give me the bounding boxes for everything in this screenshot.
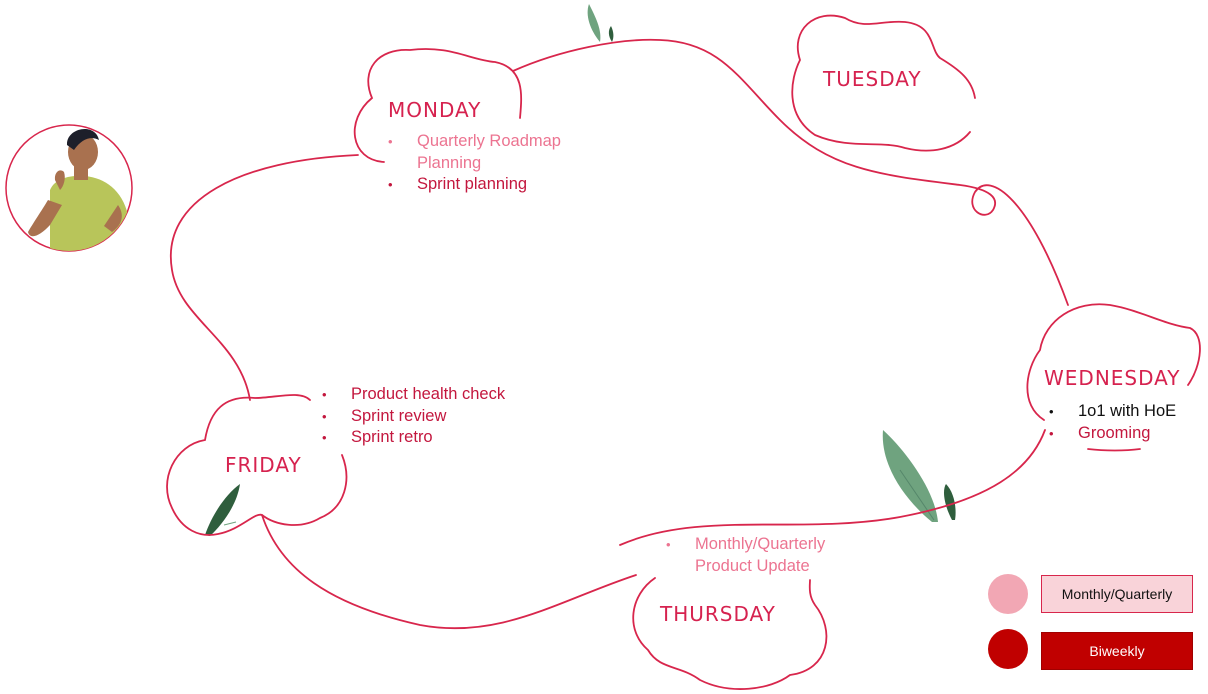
- list-item: Monthly/Quarterly Product Update: [666, 534, 856, 577]
- legend-monthly-swatch: [988, 574, 1028, 614]
- monday-label: MONDAY: [388, 98, 482, 122]
- thursday-cloud: [632, 577, 828, 690]
- leaf-friday-icon: [205, 484, 240, 536]
- list-item: Sprint retro: [322, 427, 552, 449]
- wednesday-cloud-tail: [1087, 448, 1141, 452]
- wednesday-label: WEDNESDAY: [1044, 366, 1181, 390]
- wednesday-task-list: 1o1 with HoE Grooming: [1049, 401, 1199, 444]
- list-item: Grooming: [1049, 423, 1199, 445]
- list-item: Sprint review: [322, 406, 552, 428]
- monday-task-list: Quarterly Roadmap Planning Sprint planni…: [388, 131, 588, 196]
- avatar: [5, 124, 133, 252]
- leaf-top-icon: [587, 4, 614, 42]
- friday-label: FRIDAY: [225, 453, 302, 477]
- legend-biweekly-swatch: [988, 629, 1028, 669]
- list-item: Product health check: [322, 384, 552, 406]
- tuesday-cloud: [791, 14, 976, 152]
- friday-cloud: [166, 394, 348, 536]
- list-item: Sprint planning: [388, 174, 588, 196]
- tuesday-label: TUESDAY: [823, 67, 922, 91]
- workflow-loop-line: [169, 38, 1069, 630]
- wednesday-cloud: [1026, 303, 1201, 421]
- legend-biweekly-label: Biweekly: [1041, 632, 1193, 670]
- thursday-label: THURSDAY: [660, 602, 776, 626]
- legend-monthly-label: Monthly/Quarterly: [1041, 575, 1193, 613]
- list-item: 1o1 with HoE: [1049, 401, 1199, 423]
- monday-cloud: [353, 48, 523, 163]
- friday-task-list: Product health check Sprint review Sprin…: [322, 384, 552, 449]
- thursday-task-list: Monthly/Quarterly Product Update: [666, 534, 856, 577]
- list-item: Quarterly Roadmap Planning: [388, 131, 588, 174]
- leaf-right-icon: [882, 430, 956, 522]
